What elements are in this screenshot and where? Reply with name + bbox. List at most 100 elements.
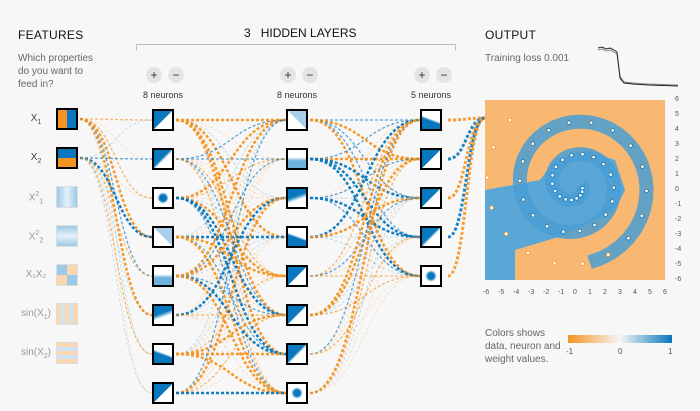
neuron[interactable] — [152, 382, 174, 404]
weight-link — [79, 118, 153, 355]
neuron-count-label: 5 neurons — [410, 90, 452, 100]
neuron[interactable] — [152, 187, 174, 209]
data-point — [591, 154, 596, 160]
data-point — [530, 213, 536, 218]
weight-link — [309, 236, 421, 277]
weight-link — [175, 196, 287, 278]
neuron-output-marker — [173, 234, 174, 242]
feature-toggle[interactable] — [56, 303, 78, 325]
layer-neuron-controls: +− — [280, 67, 318, 83]
weight-link — [447, 116, 486, 278]
hidden-layers-bracket — [136, 44, 456, 50]
neuron[interactable] — [286, 226, 308, 248]
add-neuron-button[interactable]: + — [414, 67, 430, 83]
neuron[interactable] — [420, 187, 442, 209]
loss-line-test — [598, 48, 678, 86]
feature-toggle[interactable] — [56, 186, 78, 208]
loss-line-train — [598, 46, 678, 87]
neuron-output-marker — [441, 117, 442, 125]
remove-neuron-button[interactable]: − — [436, 67, 452, 83]
neuron[interactable] — [152, 148, 174, 170]
y-tick-label: -2 — [675, 216, 682, 223]
feature-label: X21 — [28, 191, 44, 206]
neuron[interactable] — [286, 304, 308, 326]
y-tick-label: -5 — [675, 261, 682, 268]
neuron[interactable] — [152, 226, 174, 248]
remove-neuron-button[interactable]: − — [302, 67, 318, 83]
neuron[interactable] — [152, 109, 174, 131]
feature-toggle[interactable] — [56, 147, 78, 169]
weight-link — [79, 156, 153, 239]
weight-link — [175, 119, 287, 394]
hidden-layers-count: 3 — [244, 26, 251, 40]
neuron[interactable] — [420, 265, 442, 287]
neuron[interactable] — [286, 109, 308, 131]
neuron[interactable] — [286, 265, 308, 287]
feature-toggle[interactable] — [56, 342, 78, 364]
color-legend-text: Colors shows data, neuron and weight val… — [485, 328, 561, 365]
layer-neuron-controls: +− — [146, 67, 184, 83]
weight-link — [175, 158, 287, 277]
neuron[interactable] — [420, 148, 442, 170]
neuron-output-marker — [441, 234, 442, 242]
neuron[interactable] — [152, 265, 174, 287]
neuron-output-marker — [173, 351, 174, 359]
data-point — [606, 252, 611, 257]
neuron[interactable] — [286, 187, 308, 209]
data-point — [639, 213, 644, 219]
y-tick-label: 3 — [675, 141, 679, 148]
weight-link — [309, 196, 421, 239]
weight-link — [309, 119, 421, 355]
neuron-output-marker — [173, 312, 174, 320]
x-tick-label: -1 — [558, 289, 565, 296]
neuron[interactable] — [152, 343, 174, 365]
output-title: OUTPUT — [485, 28, 537, 42]
weight-link — [79, 157, 153, 355]
feature-label: X₁X₂ — [25, 269, 47, 280]
weight-link — [309, 197, 421, 394]
data-point — [517, 178, 522, 183]
data-point — [569, 153, 574, 158]
data-point — [640, 164, 645, 169]
weight-link — [175, 275, 287, 316]
feature-toggle[interactable] — [56, 108, 78, 130]
data-point — [550, 181, 555, 186]
feature-toggle[interactable] — [56, 225, 78, 247]
x-tick-label: 3 — [618, 289, 622, 296]
output-heatmap[interactable] — [485, 100, 665, 280]
neuron[interactable] — [420, 109, 442, 131]
weight-link — [175, 158, 287, 199]
add-neuron-button[interactable]: + — [280, 67, 296, 83]
neuron-output-marker — [307, 117, 308, 125]
data-point — [491, 145, 496, 150]
weight-link — [175, 118, 287, 200]
remove-neuron-button[interactable]: − — [168, 67, 184, 83]
add-neuron-button[interactable]: + — [146, 67, 162, 83]
weight-link — [175, 158, 287, 199]
feature-label: X1 — [30, 113, 42, 126]
weight-link — [79, 157, 153, 160]
data-point — [550, 173, 555, 178]
neuron[interactable] — [286, 343, 308, 365]
neuron-output-marker — [173, 156, 174, 164]
weight-link — [175, 275, 287, 394]
weight-link — [175, 235, 287, 278]
weight-link — [175, 274, 287, 395]
weight-link — [309, 119, 421, 160]
data-point — [552, 188, 558, 194]
neuron[interactable] — [420, 226, 442, 248]
neuron[interactable] — [286, 148, 308, 170]
weight-link — [309, 157, 421, 278]
data-point — [580, 185, 585, 191]
weight-link — [309, 197, 421, 316]
weight-link — [79, 157, 153, 394]
neuron-output-marker — [307, 234, 308, 242]
hidden-layers-label: HIDDEN LAYERS — [260, 26, 357, 40]
data-point — [580, 152, 585, 157]
data-point — [489, 205, 494, 210]
feature-toggle[interactable] — [56, 264, 78, 286]
neuron[interactable] — [286, 382, 308, 404]
weight-link — [79, 157, 153, 277]
neuron[interactable] — [152, 304, 174, 326]
loss-chart — [598, 46, 678, 87]
